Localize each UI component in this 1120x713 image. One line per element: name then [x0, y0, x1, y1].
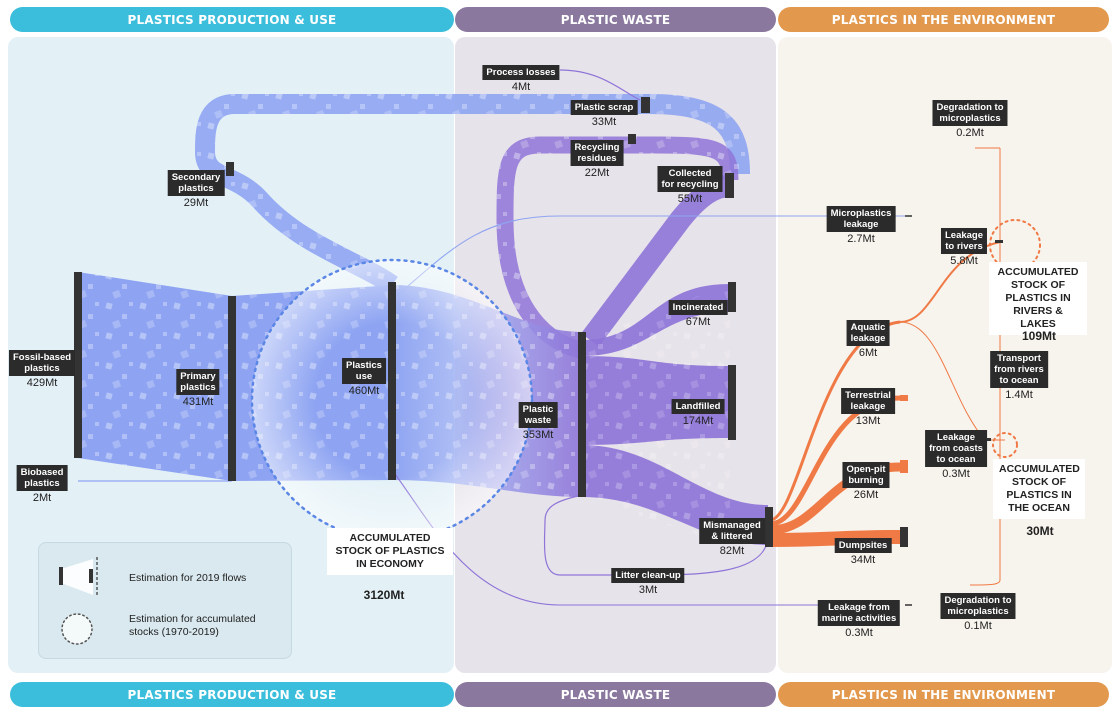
stock-ocean-label: ACCUMULATED STOCK OF PLASTICS IN THE OCE… [993, 459, 1085, 519]
legend-flow-icon [59, 557, 98, 645]
stock-rivers-value: 109Mt [1021, 329, 1057, 343]
node-bars [74, 97, 1003, 547]
legend: Estimation for 2019 flows Estimation for… [38, 542, 292, 659]
banner-waste-bottom: PLASTIC WASTE [455, 682, 776, 707]
environment-panel [778, 37, 1112, 673]
banner-environment-top: PLASTICS IN THE ENVIRONMENT [778, 7, 1109, 32]
stock-ocean-value: 30Mt [1026, 524, 1054, 538]
legend-flows-text: Estimation for 2019 flows [129, 572, 247, 584]
banner-environment-bottom: PLASTICS IN THE ENVIRONMENT [778, 682, 1109, 707]
banner-waste-top: PLASTIC WASTE [455, 7, 776, 32]
legend-stocks-text: Estimation for accumulated stocks (1970-… [129, 613, 256, 638]
banner-production-bottom: PLASTICS PRODUCTION & USE [10, 682, 454, 707]
banner-production-top: PLASTICS PRODUCTION & USE [10, 7, 454, 32]
stock-economy-value: 3120Mt [363, 588, 405, 602]
ocean-stock-circle [992, 432, 1018, 458]
stock-rivers-label: ACCUMULATED STOCK OF PLASTICS IN RIVERS … [989, 262, 1087, 335]
stock-economy-label: ACCUMULATED STOCK OF PLASTICS IN ECONOMY [327, 528, 453, 575]
